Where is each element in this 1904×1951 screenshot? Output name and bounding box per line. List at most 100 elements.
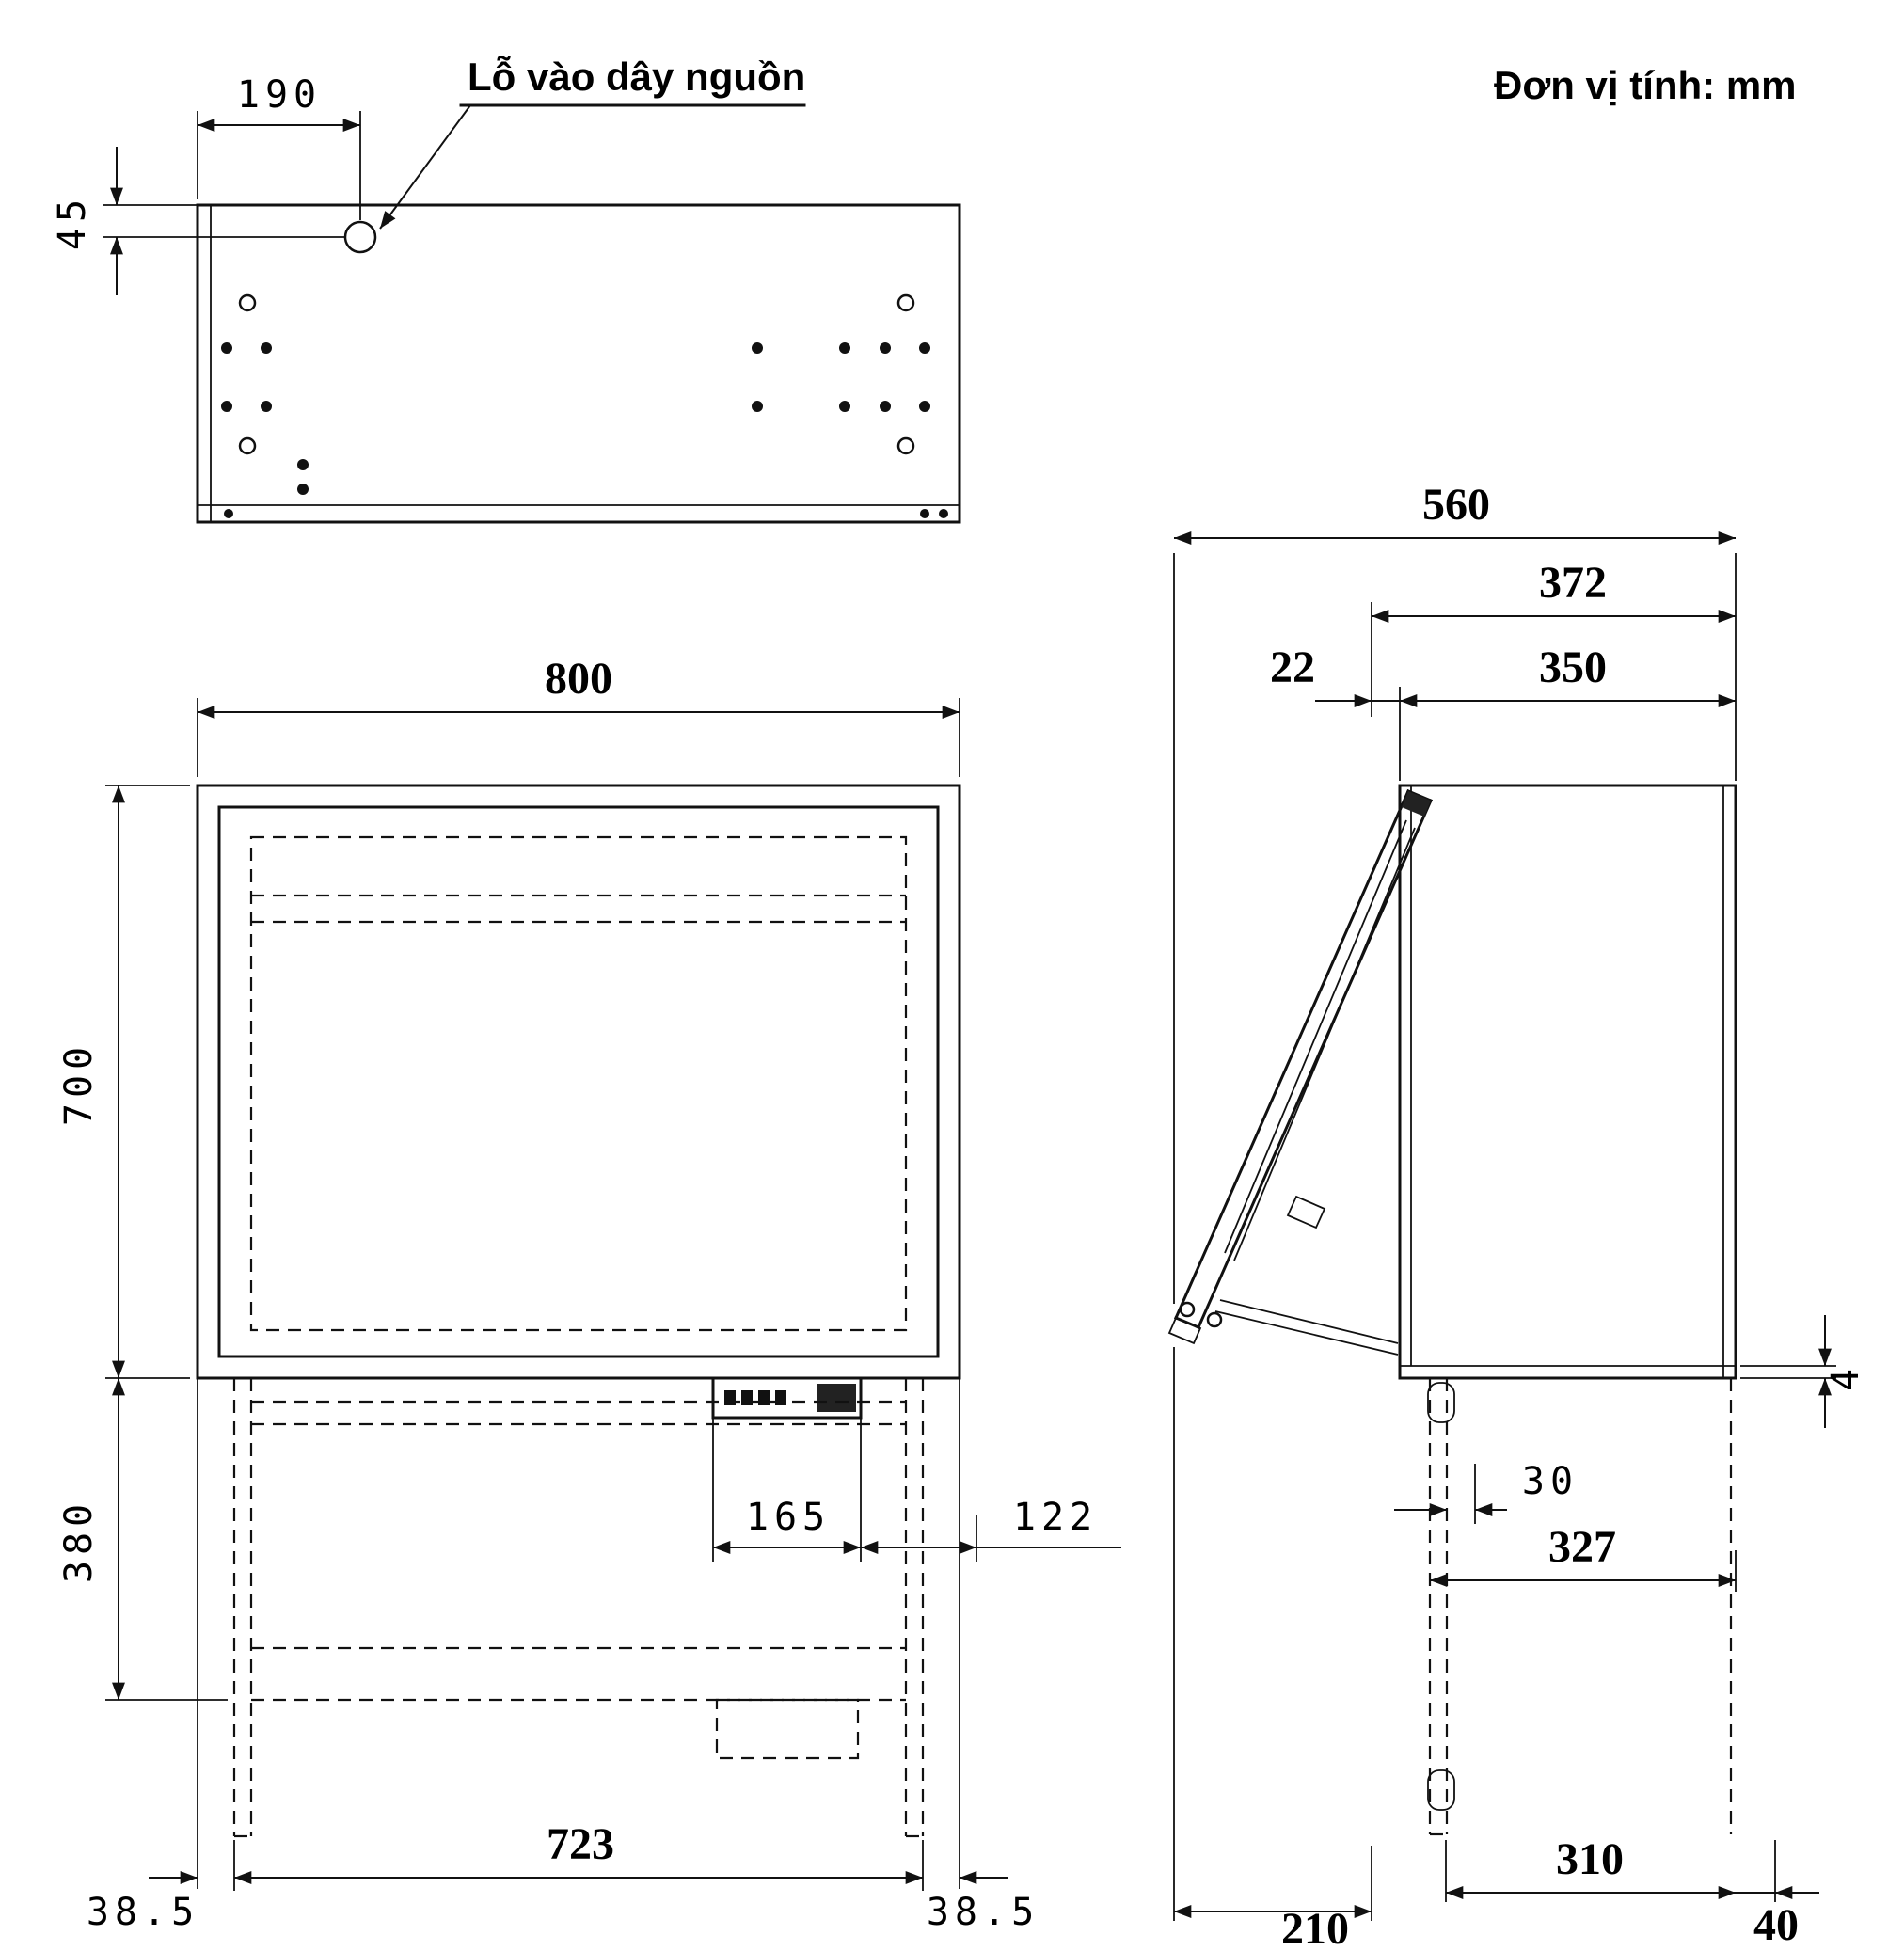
front-view: 800 700 380 165 122 72	[57, 654, 1121, 1934]
dim-327-text: 327	[1548, 1522, 1616, 1572]
dim-190: 190	[197, 73, 361, 220]
dim-800: 800	[197, 654, 960, 777]
screw-hole	[297, 459, 309, 470]
dim-310: 310	[1445, 1834, 1736, 1902]
hinge-arm-line	[1224, 819, 1407, 1254]
mounting-hole	[238, 436, 257, 455]
open-door	[1167, 789, 1433, 1345]
dim-45: 45	[51, 147, 344, 295]
control-panel	[711, 1376, 863, 1420]
dim-45-text: 45	[51, 194, 94, 250]
dim-122: 122	[861, 1496, 1121, 1562]
bracket	[1427, 1769, 1455, 1811]
dim-800-text: 800	[545, 654, 612, 704]
screw-hole	[752, 342, 763, 354]
dim-40-text: 40	[1753, 1900, 1799, 1950]
panel-button	[741, 1390, 753, 1405]
dim-327: 327	[1430, 1522, 1737, 1592]
dim-372: 372	[1371, 558, 1736, 717]
screw-hole	[939, 509, 948, 518]
dim-22: 22	[1270, 642, 1400, 707]
dim-38-5-right-text: 38.5	[927, 1891, 1039, 1934]
panel-button	[758, 1390, 770, 1405]
panel-button	[775, 1390, 786, 1405]
dim-723-text: 723	[547, 1819, 614, 1869]
dim-38-5-left: 38.5	[87, 1871, 199, 1934]
door-top-cap	[1402, 791, 1431, 817]
screw-hole	[752, 401, 763, 412]
hidden-lines	[249, 835, 908, 1332]
cabinet-outer	[196, 784, 961, 1380]
cabinet-outline	[196, 784, 961, 1380]
screw-hole	[919, 342, 930, 354]
screw-hole	[261, 401, 272, 412]
dim-122-text: 122	[1013, 1496, 1098, 1539]
hinge-bracket	[1286, 1195, 1326, 1229]
bracket	[1427, 1382, 1455, 1423]
dim-38-5-right: 38.5	[927, 1871, 1039, 1934]
dim-30: 30	[1394, 1460, 1573, 1524]
screw-hole	[919, 401, 930, 412]
side-body	[1398, 784, 1737, 1380]
side-view: 560 372 22 350 4 30	[1167, 480, 1867, 1951]
dim-350-text: 350	[1539, 642, 1607, 692]
screw-hole	[224, 509, 233, 518]
dim-723: 723	[233, 1819, 924, 1891]
cabinet-inner	[217, 805, 940, 1358]
control-panel-body	[711, 1376, 863, 1420]
units-note: Đơn vị tính: mm	[1494, 63, 1797, 107]
screw-hole	[261, 342, 272, 354]
dim-210: 210	[1173, 1347, 1372, 1951]
dim-560-text: 560	[1422, 480, 1490, 530]
screw-hole	[880, 342, 891, 354]
side-lower-hidden	[1427, 1378, 1733, 1836]
power-hole-callout: Lỗ vào dây nguồn	[379, 54, 806, 230]
mounting-holes-left	[221, 293, 309, 518]
screw-hole	[920, 509, 929, 518]
dim-165: 165	[712, 1418, 862, 1562]
screw-hole	[880, 401, 891, 412]
dim-40: 40	[1736, 1840, 1819, 1950]
top-view-outline	[196, 203, 961, 524]
hinge-pivot	[1179, 1301, 1196, 1318]
dim-380: 380	[57, 1378, 228, 1701]
hinge-pivot	[1206, 1311, 1223, 1328]
hidden-rect	[249, 835, 908, 1332]
door-face-line	[1197, 799, 1433, 1329]
dim-350: 350	[1399, 642, 1736, 781]
dim-380-text: 380	[57, 1499, 101, 1583]
screw-hole	[221, 401, 232, 412]
dim-210-text: 210	[1281, 1904, 1349, 1951]
screw-hole	[839, 401, 850, 412]
top-view: 190 45 Lỗ vào dây nguồn	[51, 54, 961, 524]
dim-4: 4	[1740, 1315, 1867, 1428]
dim-22-text: 22	[1270, 642, 1315, 692]
screw-hole	[221, 342, 232, 354]
support-arm-line	[1214, 1310, 1399, 1356]
door-face-line	[1174, 789, 1410, 1320]
power-hole-label: Lỗ vào dây nguồn	[468, 54, 805, 99]
power-cable-hole	[343, 220, 377, 254]
top-outline-rect	[196, 203, 961, 524]
dim-165-text: 165	[746, 1496, 831, 1539]
mounting-hole	[238, 293, 257, 312]
hidden-box	[715, 1698, 860, 1760]
panel-display	[817, 1384, 856, 1412]
dim-190-text: 190	[237, 73, 322, 117]
dim-372-text: 372	[1539, 558, 1607, 608]
dim-700: 700	[57, 785, 190, 1379]
panel-button	[724, 1390, 736, 1405]
screw-hole	[839, 342, 850, 354]
screw-hole	[297, 484, 309, 495]
dim-310-text: 310	[1556, 1834, 1624, 1884]
hinge-mechanism	[1179, 819, 1416, 1356]
door-bottom-cap	[1167, 1316, 1202, 1345]
lower-frame-hidden	[197, 1378, 960, 1889]
mounting-hole	[896, 436, 915, 455]
mounting-holes-right	[752, 293, 948, 518]
dim-700-text: 700	[57, 1041, 101, 1126]
leader-line	[379, 104, 471, 230]
dim-38-5-left-text: 38.5	[87, 1891, 199, 1934]
support-arm-line	[1219, 1299, 1399, 1344]
